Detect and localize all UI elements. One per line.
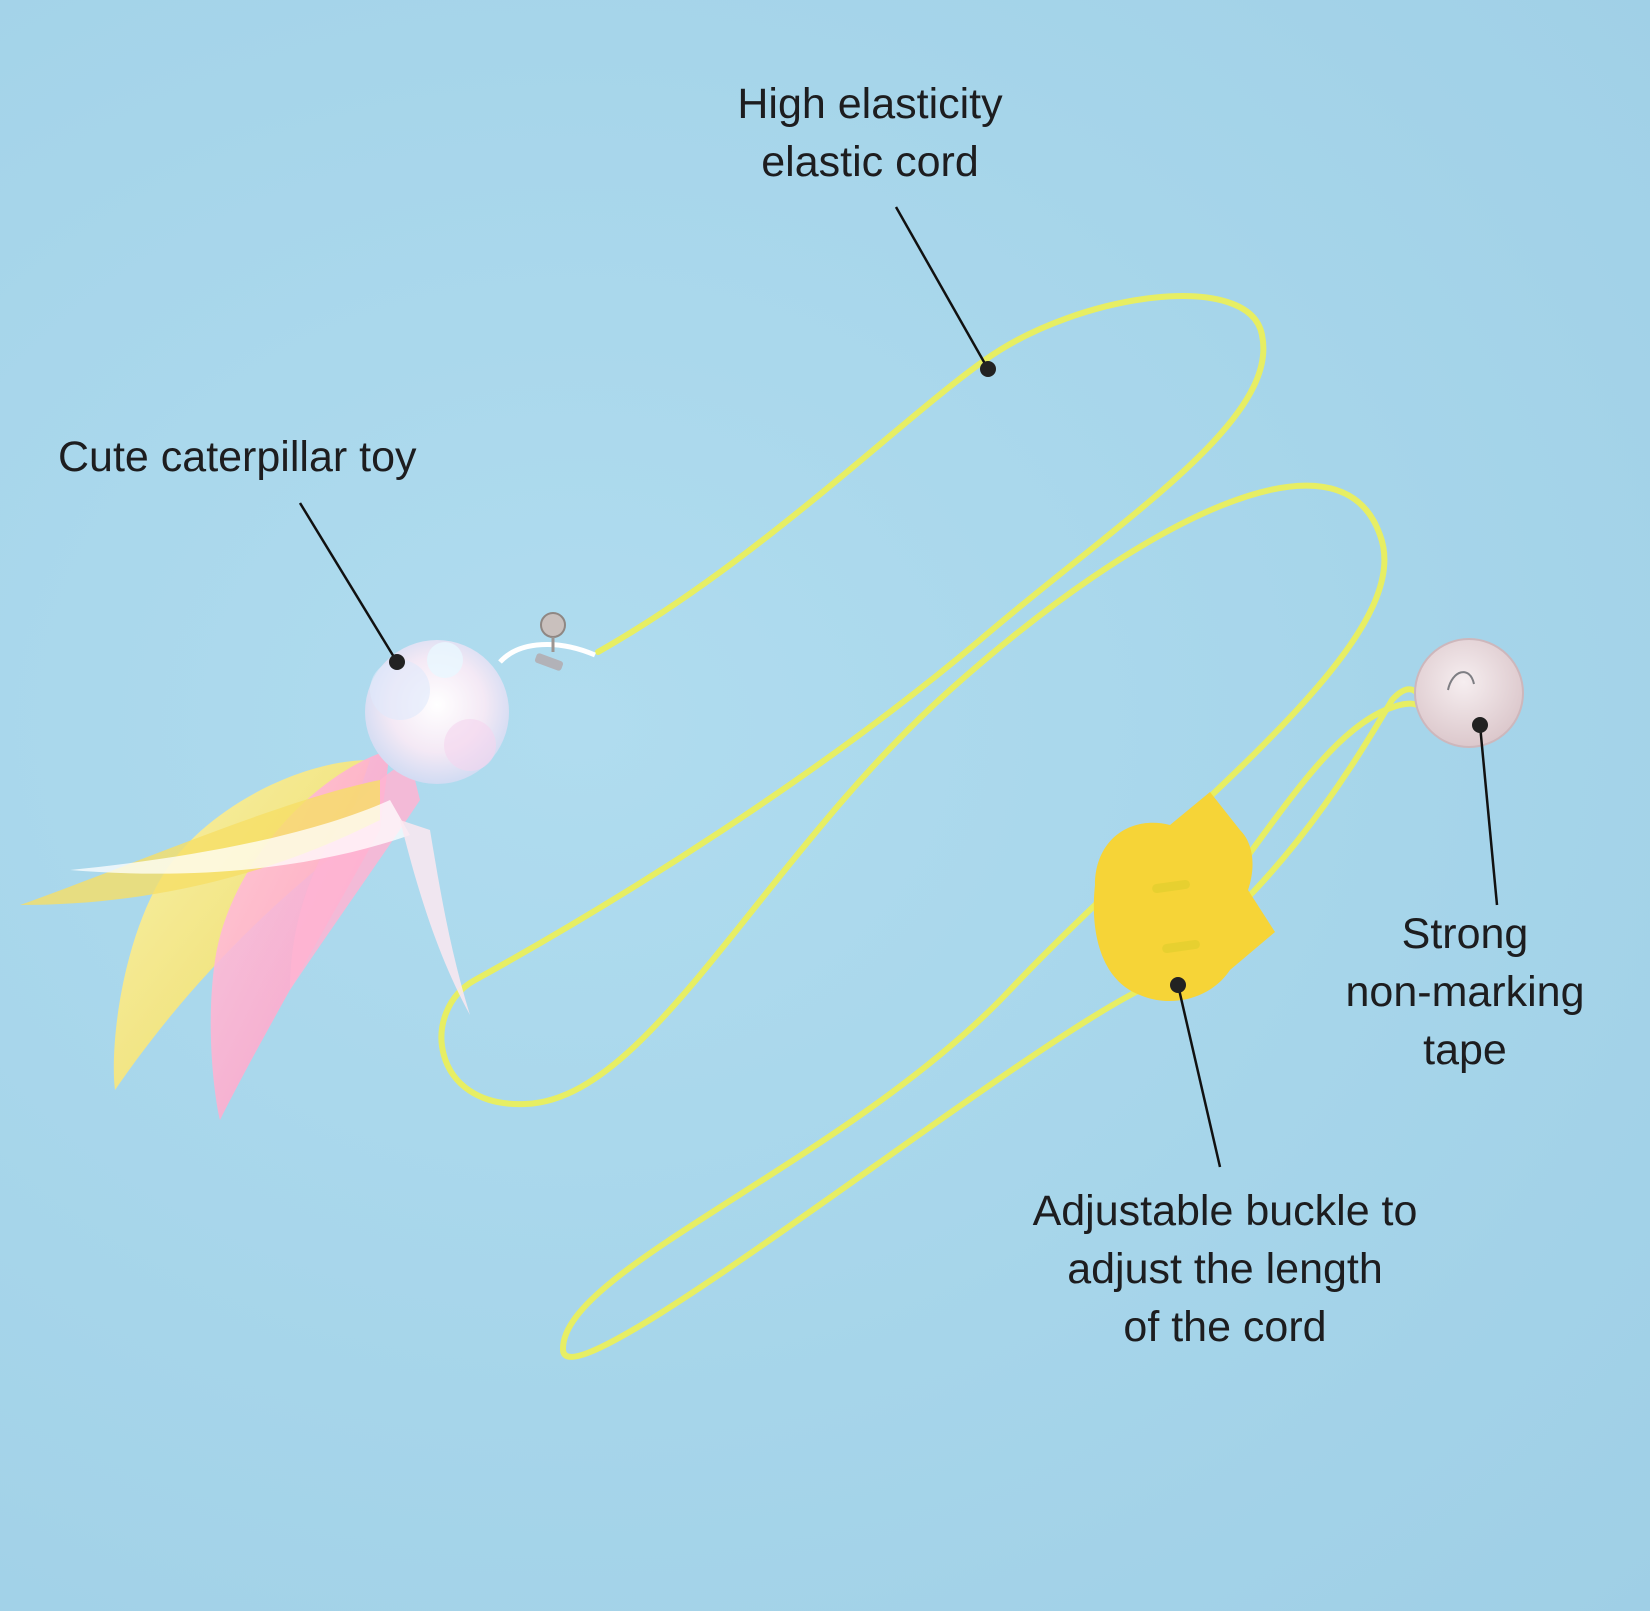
callout-buckle-line2: adjust the length: [1067, 1245, 1383, 1293]
callout-cord-line1: High elasticity: [737, 80, 1003, 128]
pom-pom-icon: [365, 640, 509, 784]
callout-buckle-line3: of the cord: [1123, 1303, 1327, 1351]
callout-cord-line2: elastic cord: [761, 138, 979, 186]
cat-buckle-icon: [1093, 792, 1275, 1002]
callout-tape-line3: tape: [1423, 1026, 1507, 1074]
callout-tape-line1: Strong: [1401, 910, 1529, 958]
elastic-cord: [438, 293, 1429, 1360]
callout-cord: High elasticity elastic cord: [700, 75, 1040, 191]
callout-buckle: Adjustable buckle to adjust the length o…: [1000, 1182, 1450, 1356]
feather-bundle: [20, 750, 470, 1120]
callout-tape-line2: non-marking: [1345, 968, 1585, 1016]
suction-cup-icon: [1414, 638, 1524, 748]
cord-loop: [1227, 700, 1431, 883]
callout-pointers: [298, 206, 1499, 1168]
callout-toy-line1: Cute caterpillar toy: [58, 433, 417, 481]
bell-icon: [498, 612, 596, 671]
callout-tape: Strong non-marking tape: [1325, 905, 1605, 1079]
callout-buckle-line1: Adjustable buckle to: [1032, 1187, 1418, 1235]
callout-toy: Cute caterpillar toy: [58, 428, 478, 486]
